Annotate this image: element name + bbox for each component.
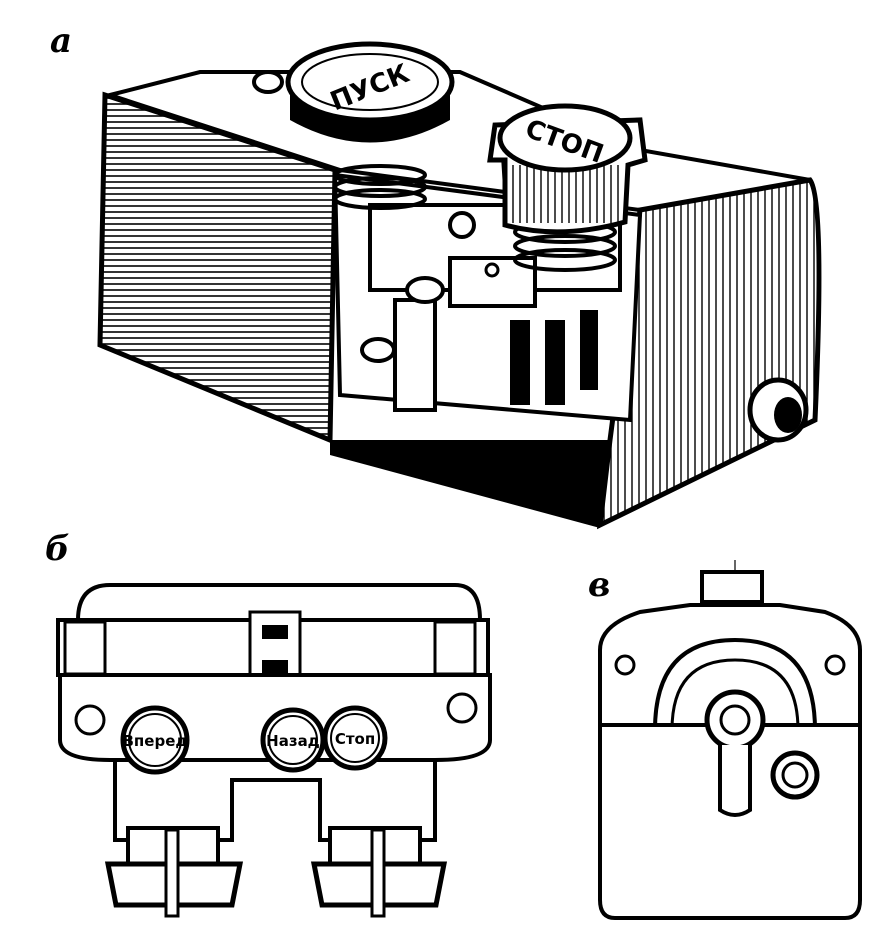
stop-button-front[interactable]: Стоп xyxy=(322,705,388,771)
panel-b-front-view: б Вперед xyxy=(45,529,492,918)
panel-a-perspective-view: а xyxy=(50,21,822,530)
stop-button[interactable]: СТОП xyxy=(487,103,648,235)
panel-a-letter: а xyxy=(50,21,72,61)
mounting-hole-icon xyxy=(74,704,106,736)
lever-icon xyxy=(718,745,752,817)
forward-button-label: Вперед xyxy=(123,732,188,750)
back-button[interactable]: Назад xyxy=(260,707,326,773)
mounting-hole-icon xyxy=(446,692,478,724)
panel-b-letter: б xyxy=(45,529,70,569)
terminal-nut-left xyxy=(104,826,244,918)
forward-button[interactable]: Вперед xyxy=(120,705,190,775)
terminal-nut-right xyxy=(310,826,448,918)
top-nut-icon xyxy=(700,570,764,604)
stop-button-front-label: Стоп xyxy=(335,730,375,748)
start-spring xyxy=(333,164,427,210)
terminal-screw-icon xyxy=(405,276,445,304)
start-button[interactable]: ПУСК xyxy=(285,41,455,143)
mounting-hole-icon xyxy=(448,211,476,239)
terminal-screw-icon xyxy=(360,337,396,363)
panel-c-side-view: в xyxy=(588,560,862,920)
indicator-icon xyxy=(252,70,284,94)
cable-gland xyxy=(747,377,809,443)
panel-c-letter: в xyxy=(588,565,610,605)
back-button-label: Назад xyxy=(266,732,320,750)
